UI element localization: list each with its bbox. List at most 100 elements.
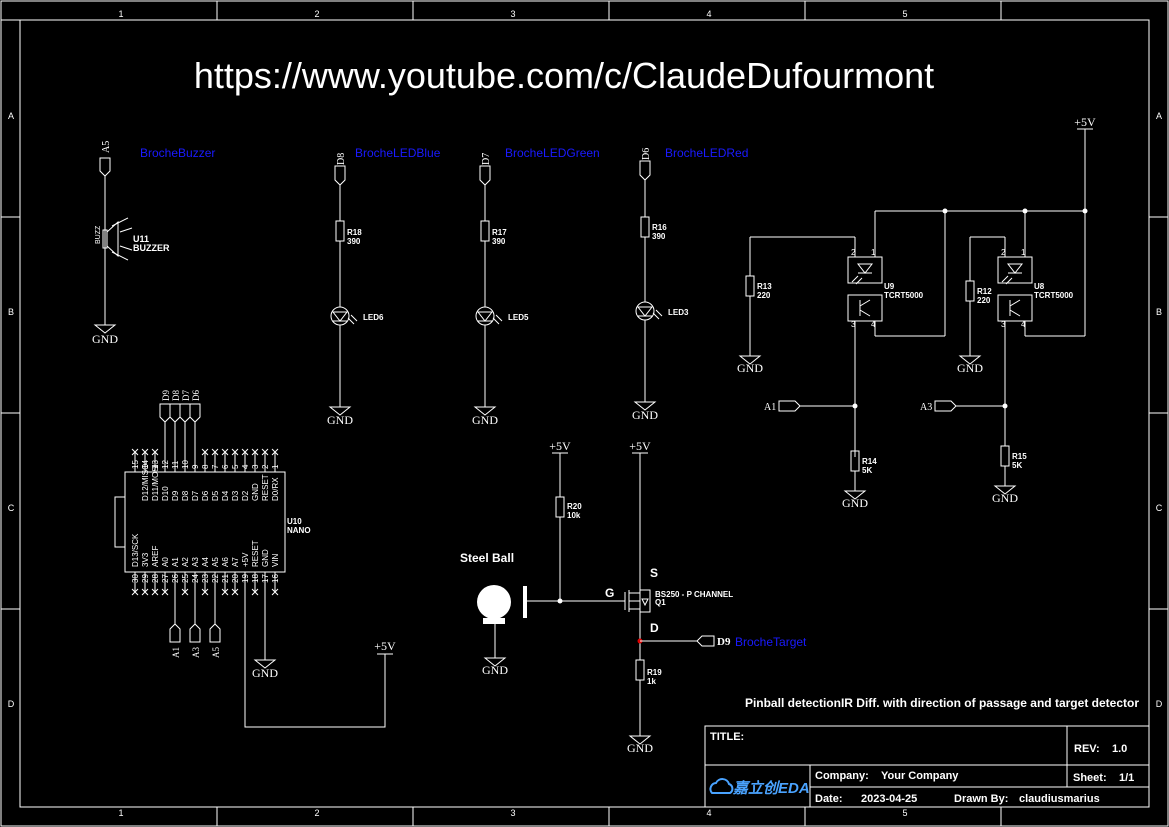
vcc-label: +5V (629, 439, 651, 453)
company-value: Your Company (881, 770, 959, 782)
nano-pin-number: 9 (191, 464, 200, 469)
nano-pin-name: 3V3 (141, 552, 150, 567)
drawn-by-value: claudiusmarius (1019, 793, 1100, 805)
title-block: TITLE: REV: 1.0 Company: Your Company Sh… (704, 725, 1150, 808)
buzzer-circuit: A5 BrocheBuzzer BUZZ U11 BUZZER GND (92, 141, 215, 346)
led-blue-pin-label: D8 (336, 153, 347, 165)
nano-pin-number: 28 (151, 574, 160, 583)
r20-ref: R20 (567, 502, 582, 511)
nano-pin-name: D7 (191, 490, 200, 501)
nano-pin-name: A3 (191, 557, 200, 567)
gnd-icon (93, 324, 117, 334)
no-connect-icon (251, 448, 259, 456)
eda-logo: 嘉立创EDA (732, 779, 810, 797)
col-label-4: 4 (706, 9, 711, 19)
resistor-icon (555, 496, 565, 518)
sheet-label: Sheet: (1073, 772, 1107, 784)
nano-pin-name: D3 (231, 490, 240, 501)
q1-ref: Q1 (655, 598, 666, 607)
pin-num: 1 (871, 248, 876, 257)
rev-label: REV: (1074, 743, 1100, 755)
gnd-label: GND (92, 332, 118, 346)
gnd-label: GND (842, 496, 868, 510)
nano-pin-number: 7 (211, 464, 220, 469)
no-connect-icon (241, 448, 249, 456)
no-connect-icon (151, 588, 159, 596)
nano-pin-number: 26 (171, 574, 180, 583)
bus-label-d6: D6 (191, 390, 201, 401)
gate-label: G (605, 586, 614, 600)
resistor-icon (1000, 445, 1010, 467)
u8-ref: U8 (1034, 282, 1045, 291)
vcc-label: +5V (549, 439, 571, 453)
nano-pin-name: VIN (271, 553, 280, 567)
r17-value: 390 (492, 237, 506, 246)
no-connect-icon (161, 588, 169, 596)
r19-value: 1k (647, 677, 656, 686)
u11-ref: U11 (133, 234, 149, 244)
date-value: 2023-04-25 (861, 793, 917, 805)
u11-value: BUZZER (133, 243, 170, 253)
nano-pin-name: D10 (161, 486, 170, 501)
drawn-by-label: Drawn By: (954, 793, 1008, 805)
target-pin-label: D9 (717, 636, 731, 648)
no-connect-icon (201, 448, 209, 456)
gnd-label: GND (632, 408, 658, 422)
nano-pin-name: D11/MOSI (151, 464, 160, 501)
pin-num: 4 (1021, 320, 1026, 329)
r13-ref: R13 (757, 282, 772, 291)
analog-label-a1: A1 (171, 647, 181, 658)
pin-num: 2 (851, 248, 856, 257)
nano-pin-number: 29 (141, 574, 150, 583)
row-label-d-right: D (1156, 699, 1163, 709)
led-green-net-label: BrocheLEDGreen (505, 146, 600, 160)
port-icon (778, 400, 801, 412)
nano-pin-number: 8 (201, 464, 210, 469)
nano-pin-name: RESET (261, 474, 270, 501)
col-label-3-bottom: 3 (510, 808, 515, 818)
nano-pin-name: A5 (211, 557, 220, 567)
led5-ref: LED5 (508, 313, 529, 322)
date-label: Date: (815, 793, 843, 805)
no-connect-icon (131, 588, 139, 596)
led-green-pin-label: D7 (481, 153, 492, 165)
pin-num: 3 (851, 320, 856, 329)
r19-ref: R19 (647, 668, 662, 677)
no-connect-icon (271, 588, 279, 596)
nano-pin-number: 16 (271, 574, 280, 583)
resistor-icon (480, 220, 490, 242)
nano-pin-number: 23 (201, 574, 210, 583)
led-blue-net-label: BrocheLEDBlue (355, 146, 441, 160)
nano-pin-number: 21 (221, 574, 230, 583)
nano-pin-name: +5V (241, 552, 250, 567)
company-label: Company: (815, 770, 869, 782)
nano-pin-name: D6 (201, 490, 210, 501)
no-connect-icon (211, 448, 219, 456)
no-connect-icon (141, 448, 149, 456)
r18-value: 390 (347, 237, 361, 246)
r14-value: 5K (862, 466, 872, 475)
nano-pin-name: D9 (171, 490, 180, 501)
col-label-5: 5 (902, 9, 907, 19)
r17-ref: R17 (492, 228, 507, 237)
no-connect-icon (261, 448, 269, 456)
r15-value: 5K (1012, 461, 1022, 470)
nano-pin-name: AREF (151, 546, 160, 567)
pin-num: 4 (871, 320, 876, 329)
gnd-icon (473, 406, 497, 416)
nano-pin-name: A4 (201, 557, 210, 567)
gnd-label: GND (957, 361, 983, 375)
gnd-icon (483, 657, 507, 667)
r20-value: 10k (567, 511, 581, 520)
led-green-branch: D7 BrocheLEDGreen R17 390 LED5 GND (472, 146, 600, 427)
ir-sensor-circuit: +5V 2 1 3 4 U9 TCRT5000 R13 220 (737, 115, 1096, 510)
r12-value: 220 (977, 296, 991, 305)
u10-value: NANO (287, 526, 311, 535)
gnd-icon (253, 659, 277, 669)
row-label-b-right: B (1156, 307, 1162, 317)
port-icon (334, 165, 346, 186)
gnd-icon (738, 355, 762, 365)
phototransistor-icon (997, 294, 1033, 322)
